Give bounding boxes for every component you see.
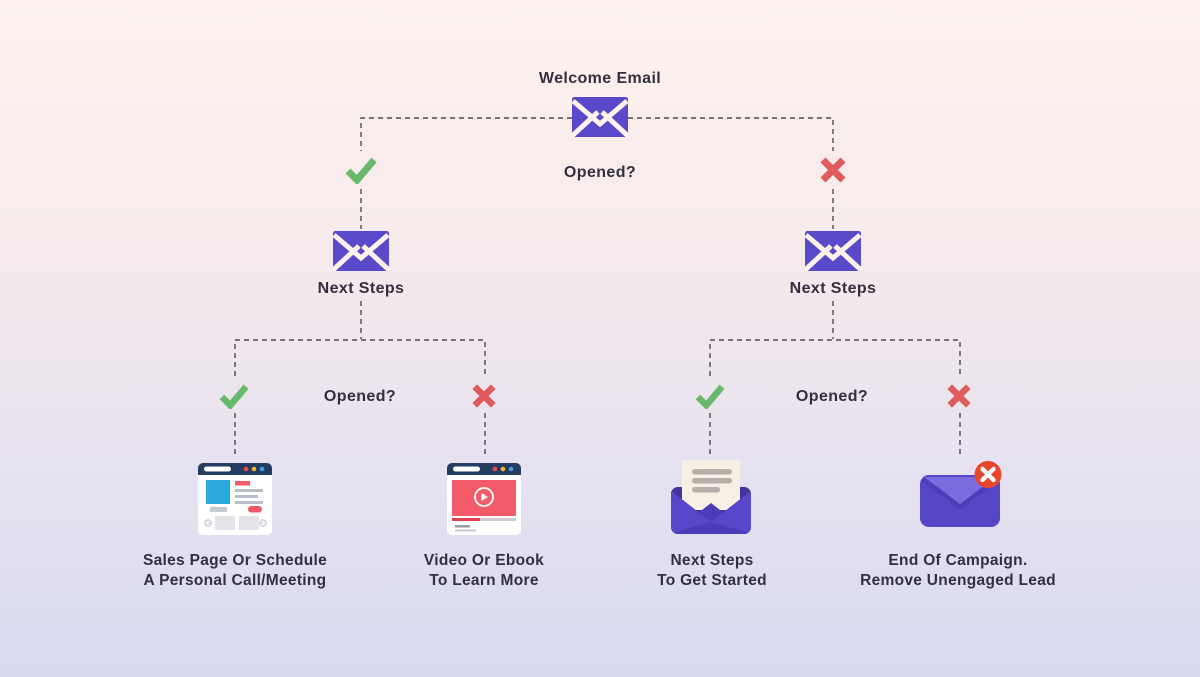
- envelope-remove-icon: [920, 461, 1002, 527]
- branch-question-label-right: Opened?: [795, 388, 869, 405]
- browser-video-icon: [447, 463, 521, 535]
- outcome-label-end-campaign: End Of Campaign. Remove Unengaged Lead: [818, 551, 1098, 590]
- opened-check-icon-left: [219, 384, 249, 409]
- opened-check-icon: [345, 157, 377, 184]
- outcome-video-line1: Video Or Ebook: [423, 552, 545, 569]
- not-opened-cross-icon: [820, 157, 846, 183]
- branch-question-label-left: Opened?: [323, 388, 397, 405]
- welcome-email-label: Welcome Email: [538, 70, 662, 87]
- outcome-end-line2: Remove Unengaged Lead: [860, 571, 1056, 589]
- open-envelope-letter-icon: [671, 460, 751, 534]
- not-opened-cross-icon-left: [472, 384, 496, 408]
- outcome-end-line1: End Of Campaign.: [888, 552, 1028, 569]
- outcome-start-line1: Next Steps: [670, 552, 754, 569]
- next-steps-label-left: Next Steps: [317, 280, 405, 297]
- outcome-label-next-steps-start: Next Steps To Get Started: [572, 551, 852, 590]
- browser-sales-page-icon: [198, 463, 272, 535]
- opened-check-icon-right: [695, 384, 725, 409]
- next-steps-label-right: Next Steps: [789, 280, 877, 297]
- outcome-sales-line2: A Personal Call/Meeting: [143, 571, 327, 589]
- outcome-label-video-ebook: Video Or Ebook To Learn More: [344, 551, 624, 590]
- outcome-start-line2: To Get Started: [657, 571, 767, 589]
- outcome-sales-line1: Sales Page Or Schedule: [142, 552, 328, 569]
- next-steps-envelope-icon-left: [333, 231, 389, 271]
- outcome-video-line2: To Learn More: [429, 571, 539, 589]
- next-steps-envelope-icon-right: [805, 231, 861, 271]
- welcome-email-envelope-icon: [572, 97, 628, 137]
- not-opened-cross-icon-right: [947, 384, 971, 408]
- outcome-label-sales-page: Sales Page Or Schedule A Personal Call/M…: [95, 551, 375, 590]
- root-question-label: Opened?: [563, 164, 637, 181]
